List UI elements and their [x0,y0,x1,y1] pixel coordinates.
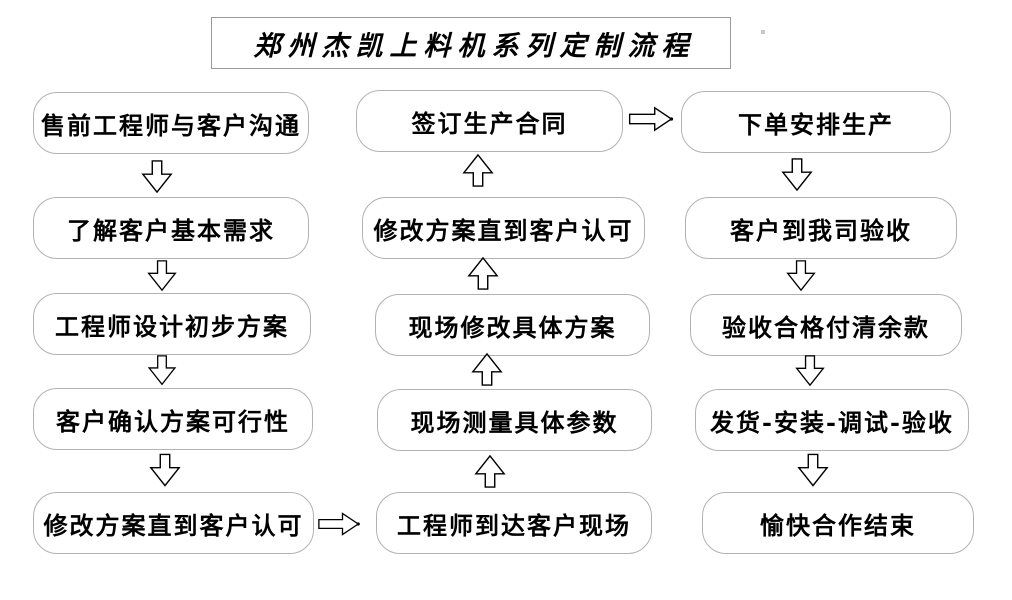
arrow-up-icon [474,454,506,488]
flow-step-middle-3: 现场修改具体方案 [375,294,650,356]
flow-step-left-4: 客户确认方案可行性 [33,388,313,450]
flow-step-middle-4: 现场测量具体参数 [377,389,652,451]
arrow-down-icon [795,355,825,387]
flow-step-right-3: 验收合格付清余款 [690,294,962,356]
flow-step-right-2: 客户到我司验收 [685,197,957,259]
arrow-right-icon [318,512,360,536]
flow-step-middle-5: 工程师到达客户现场 [376,492,652,554]
flow-step-left-2: 了解客户基本需求 [33,197,309,259]
diagram-title-text: 郑州杰凯上料机系列定制流程 [253,30,696,62]
flow-step-middle-2: 修改方案直到客户认可 [362,197,645,259]
stray-dot [761,30,765,34]
arrow-up-icon [467,256,499,290]
arrow-down-icon [149,453,181,487]
arrow-down-icon [781,158,813,192]
arrow-down-icon [797,453,829,487]
arrow-right-icon [628,106,674,132]
flow-step-left-1: 售前工程师与客户沟通 [33,92,309,154]
arrow-down-icon [786,260,816,292]
arrow-up-icon [471,352,503,386]
flow-step-left-5: 修改方案直到客户认可 [33,492,314,554]
arrow-up-icon [462,153,494,187]
flow-step-left-3: 工程师设计初步方案 [33,293,311,355]
flow-step-middle-1: 签订生产合同 [356,90,623,152]
diagram-title: 郑州杰凯上料机系列定制流程 [211,17,731,69]
arrow-down-icon [147,355,177,386]
flow-step-right-5: 愉快合作结束 [702,492,974,554]
flow-step-right-1: 下单安排生产 [681,91,951,153]
arrow-down-icon [141,160,173,194]
arrow-down-icon [147,260,177,292]
flow-step-right-4: 发货-安装-调试-验收 [695,389,969,451]
